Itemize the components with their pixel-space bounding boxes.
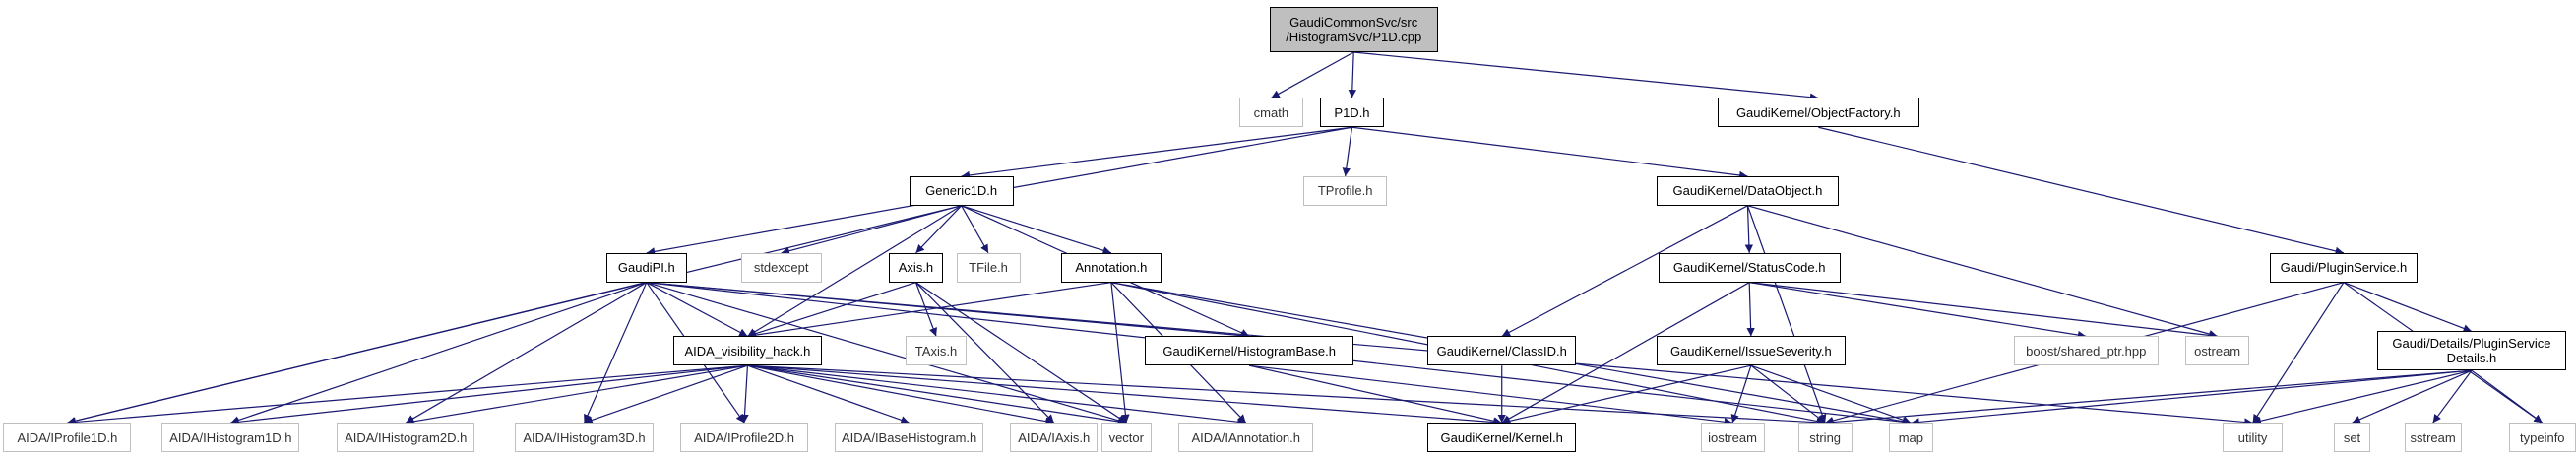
edge-histbase-to-iostream <box>1249 364 1733 426</box>
node-iprofile1d: AIDA/IProfile1D.h <box>3 423 132 453</box>
node-cmath: cmath <box>1238 98 1303 128</box>
node-dataobject[interactable]: GaudiKernel/DataObject.h <box>1657 175 1839 206</box>
node-tprofile: TProfile.h <box>1302 175 1388 206</box>
edge-generic1d-to-axis <box>915 205 963 254</box>
node-iprofile2d: AIDA/IProfile2D.h <box>680 423 808 453</box>
node-ostream: ostream <box>2185 336 2250 366</box>
node-objfactory[interactable]: GaudiKernel/ObjectFactory.h <box>1717 98 1919 128</box>
edge-gaudipi-to-iprofile1d <box>67 282 647 425</box>
node-stdexcept: stdexcept <box>740 252 822 283</box>
node-iaxis: AIDA/IAxis.h <box>1010 423 1099 453</box>
edge-gaudipi-to-ihist1d <box>230 282 648 424</box>
edge-aidahack-to-iaxis <box>747 364 1054 425</box>
edge-annotation-to-aidahack <box>747 282 1111 340</box>
edge-issueseverity-to-iostream <box>1730 365 1752 424</box>
node-map: map <box>1889 423 1933 453</box>
edge-root-to-p1d <box>1348 52 1357 98</box>
edge-p1d-to-dataobject <box>1351 126 1748 180</box>
edge-pluginsvcdetails-to-set <box>2352 369 2473 424</box>
node-set: set <box>2333 423 2371 453</box>
node-taxis: TAxis.h <box>906 336 967 366</box>
node-sstream: sstream <box>2404 423 2462 453</box>
node-pluginsvcdetails[interactable]: Gaudi/Details/PluginService Details.h <box>2377 331 2566 371</box>
node-sharedptr: boost/shared_ptr.hpp <box>2013 336 2159 366</box>
edge-p1d-to-tprofile <box>1342 127 1353 177</box>
edge-statuscode-to-kernel <box>1501 282 1750 424</box>
edge-statuscode-to-ostream <box>1749 282 2218 340</box>
node-statuscode[interactable]: GaudiKernel/StatusCode.h <box>1658 252 1841 283</box>
node-vector: vector <box>1100 423 1152 453</box>
node-utility: utility <box>2222 423 2284 453</box>
edge-aidahack-to-string <box>747 364 1826 426</box>
node-axis[interactable]: Axis.h <box>889 252 943 283</box>
edge-issueseverity-to-kernel <box>1501 364 1752 425</box>
node-iostream: iostream <box>1700 423 1765 453</box>
node-tfile: TFile.h <box>956 252 1021 283</box>
edge-dataobject-to-classid <box>1501 205 1748 337</box>
edge-gaudipi-to-aidahack <box>646 282 748 337</box>
edge-pluginsvcdetails-to-map <box>1911 369 2473 426</box>
edge-generic1d-to-annotation <box>961 205 1112 255</box>
edge-aidahack-to-iannotation <box>747 364 1246 426</box>
node-annotation[interactable]: Annotation.h <box>1060 252 1162 283</box>
edge-dataobject-to-statuscode <box>1744 205 1754 253</box>
edge-aidahack-to-ibasehist <box>747 364 910 424</box>
node-ihist1d: AIDA/IHistogram1D.h <box>161 423 300 453</box>
edge-aidahack-to-kernel <box>747 364 1502 426</box>
edge-aidahack-to-ihist1d <box>230 364 748 426</box>
edge-pluginsvcdetails-to-utility <box>2252 369 2473 425</box>
node-iannotation: AIDA/IAnnotation.h <box>1178 423 1314 453</box>
edge-aidahack-to-iprofile1d <box>67 364 748 426</box>
edge-annotation-to-vector <box>1110 282 1130 424</box>
node-pluginservice[interactable]: Gaudi/PluginService.h <box>2269 252 2419 283</box>
edge-pluginsvcdetails-to-typeinfo <box>2471 369 2544 424</box>
edge-axis-to-aidahack <box>747 282 916 338</box>
edge-dataobject-to-string <box>1746 205 1827 424</box>
edge-aidahack-to-vector <box>747 364 1127 426</box>
node-p1d[interactable]: P1D.h <box>1319 98 1384 128</box>
node-ihist3d: AIDA/IHistogram3D.h <box>515 423 654 453</box>
edge-aidahack-to-ihist2d <box>406 364 748 425</box>
edge-axis-to-iaxis <box>915 282 1055 424</box>
edge-histbase-to-kernel <box>1249 364 1502 425</box>
edge-issueseverity-to-map <box>1750 364 1912 424</box>
edge-objfactory-to-pluginservice <box>1818 126 2345 255</box>
node-string: string <box>1797 423 1853 453</box>
edge-statuscode-to-sharedptr <box>1749 282 2087 340</box>
node-ibasehist: AIDA/IBaseHistogram.h <box>835 423 983 453</box>
edge-root-to-objfactory <box>1353 51 1819 101</box>
node-classid[interactable]: GaudiKernel/ClassID.h <box>1427 336 1576 366</box>
edge-pluginsvcdetails-to-sstream <box>2432 369 2473 424</box>
edge-gaudipi-to-ihist2d <box>405 282 648 424</box>
node-histbase[interactable]: GaudiKernel/HistogramBase.h <box>1145 336 1354 366</box>
edge-dataobject-to-ostream <box>1747 205 2218 339</box>
node-issueseverity[interactable]: GaudiKernel/IssueSeverity.h <box>1657 336 1846 366</box>
node-gaudipi[interactable]: GaudiPI.h <box>605 252 687 283</box>
edge-pluginservice-to-pluginsvcdetails <box>2343 282 2473 333</box>
node-root[interactable]: GaudiCommonSvc/src /HistogramSvc/P1D.cpp <box>1269 6 1438 53</box>
edge-generic1d-to-tfile <box>961 205 989 254</box>
edge-statuscode-to-issueseverity <box>1746 282 1755 337</box>
edge-pluginservice-to-utility <box>2252 282 2345 424</box>
node-kernel[interactable]: GaudiKernel/Kernel.h <box>1427 423 1576 453</box>
edge-generic1d-to-aidahack <box>747 205 962 337</box>
edge-gaudipi-to-ihist3d <box>583 282 648 424</box>
edge-p1d-to-generic1d <box>961 126 1352 180</box>
edge-aidahack-to-ihist3d <box>584 364 748 424</box>
edge-pluginsvcdetails-to-string <box>1825 369 2472 426</box>
node-generic1d[interactable]: Generic1D.h <box>909 175 1014 206</box>
edge-issueseverity-to-string <box>1750 364 1826 424</box>
node-typeinfo: typeinfo <box>2508 423 2576 453</box>
edge-root-to-cmath <box>1271 51 1354 98</box>
edge-aidahack-to-iprofile2d <box>740 365 749 424</box>
node-ihist2d: AIDA/IHistogram2D.h <box>337 423 475 453</box>
node-aidahack[interactable]: AIDA_visibility_hack.h <box>673 336 822 366</box>
